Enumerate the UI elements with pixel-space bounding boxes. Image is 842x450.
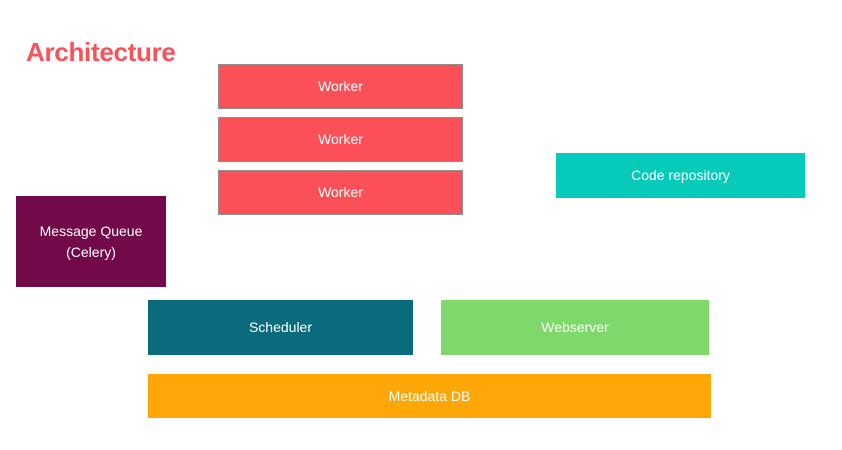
node-metadata-db[interactable]: Metadata DB [148,374,711,418]
node-webserver[interactable]: Webserver [441,300,709,355]
node-worker-2-label: Worker [318,131,363,148]
node-scheduler-label: Scheduler [248,319,313,336]
node-worker-3-label: Worker [318,184,363,201]
node-worker-3[interactable]: Worker [218,170,463,215]
node-code-repository-label: Code repository [631,167,730,184]
node-message-queue[interactable]: Message Queue (Celery) [16,196,166,287]
node-worker-1[interactable]: Worker [218,64,463,109]
node-worker-1-label: Worker [318,78,363,95]
node-message-queue-label-line2: (Celery) [66,243,116,260]
page-title: Architecture [26,37,176,67]
node-worker-2[interactable]: Worker [218,117,463,162]
node-webserver-label: Webserver [541,319,609,336]
node-message-queue-label-line1: Message Queue [39,223,143,240]
node-metadata-db-label: Metadata DB [388,387,471,404]
node-code-repository[interactable]: Code repository [556,153,805,198]
node-scheduler[interactable]: Scheduler [148,300,413,355]
